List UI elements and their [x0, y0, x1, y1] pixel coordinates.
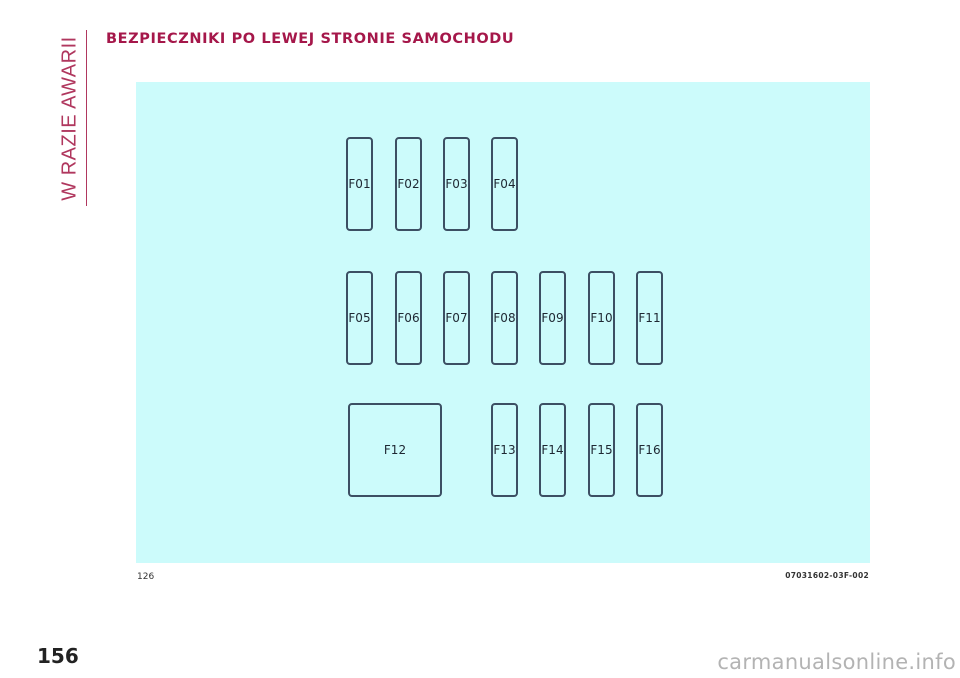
page-number: 156 [37, 644, 79, 668]
fuse-f09: F09 [539, 271, 566, 365]
figure-number: 126 [137, 572, 155, 582]
fuse-f13: F13 [491, 403, 518, 497]
fuse-f01: F01 [346, 137, 373, 231]
fuse-f15: F15 [588, 403, 615, 497]
fuse-box-diagram: F01 F02 F03 F04 F05 F06 F07 F08 F09 F10 … [136, 82, 870, 563]
fuse-f16: F16 [636, 403, 663, 497]
fuse-f03: F03 [443, 137, 470, 231]
fuse-f08: F08 [491, 271, 518, 365]
fuse-f04: F04 [491, 137, 518, 231]
figure-code: 07031602-03F-002 [785, 571, 869, 580]
fuse-f05: F05 [346, 271, 373, 365]
fuse-f07: F07 [443, 271, 470, 365]
watermark: carmanualsonline.info [717, 650, 956, 674]
fuse-f12: F12 [348, 403, 442, 497]
page-title: BEZPIECZNIKI PO LEWEJ STRONIE SAMOCHODU [106, 31, 515, 47]
side-divider [86, 30, 87, 206]
fuse-f11: F11 [636, 271, 663, 365]
fuse-f02: F02 [395, 137, 422, 231]
fuse-f10: F10 [588, 271, 615, 365]
section-side-label: W RAZIE AWARII [56, 30, 84, 206]
fuse-f06: F06 [395, 271, 422, 365]
section-side-label-text: W RAZIE AWARII [58, 35, 81, 201]
fuse-f14: F14 [539, 403, 566, 497]
